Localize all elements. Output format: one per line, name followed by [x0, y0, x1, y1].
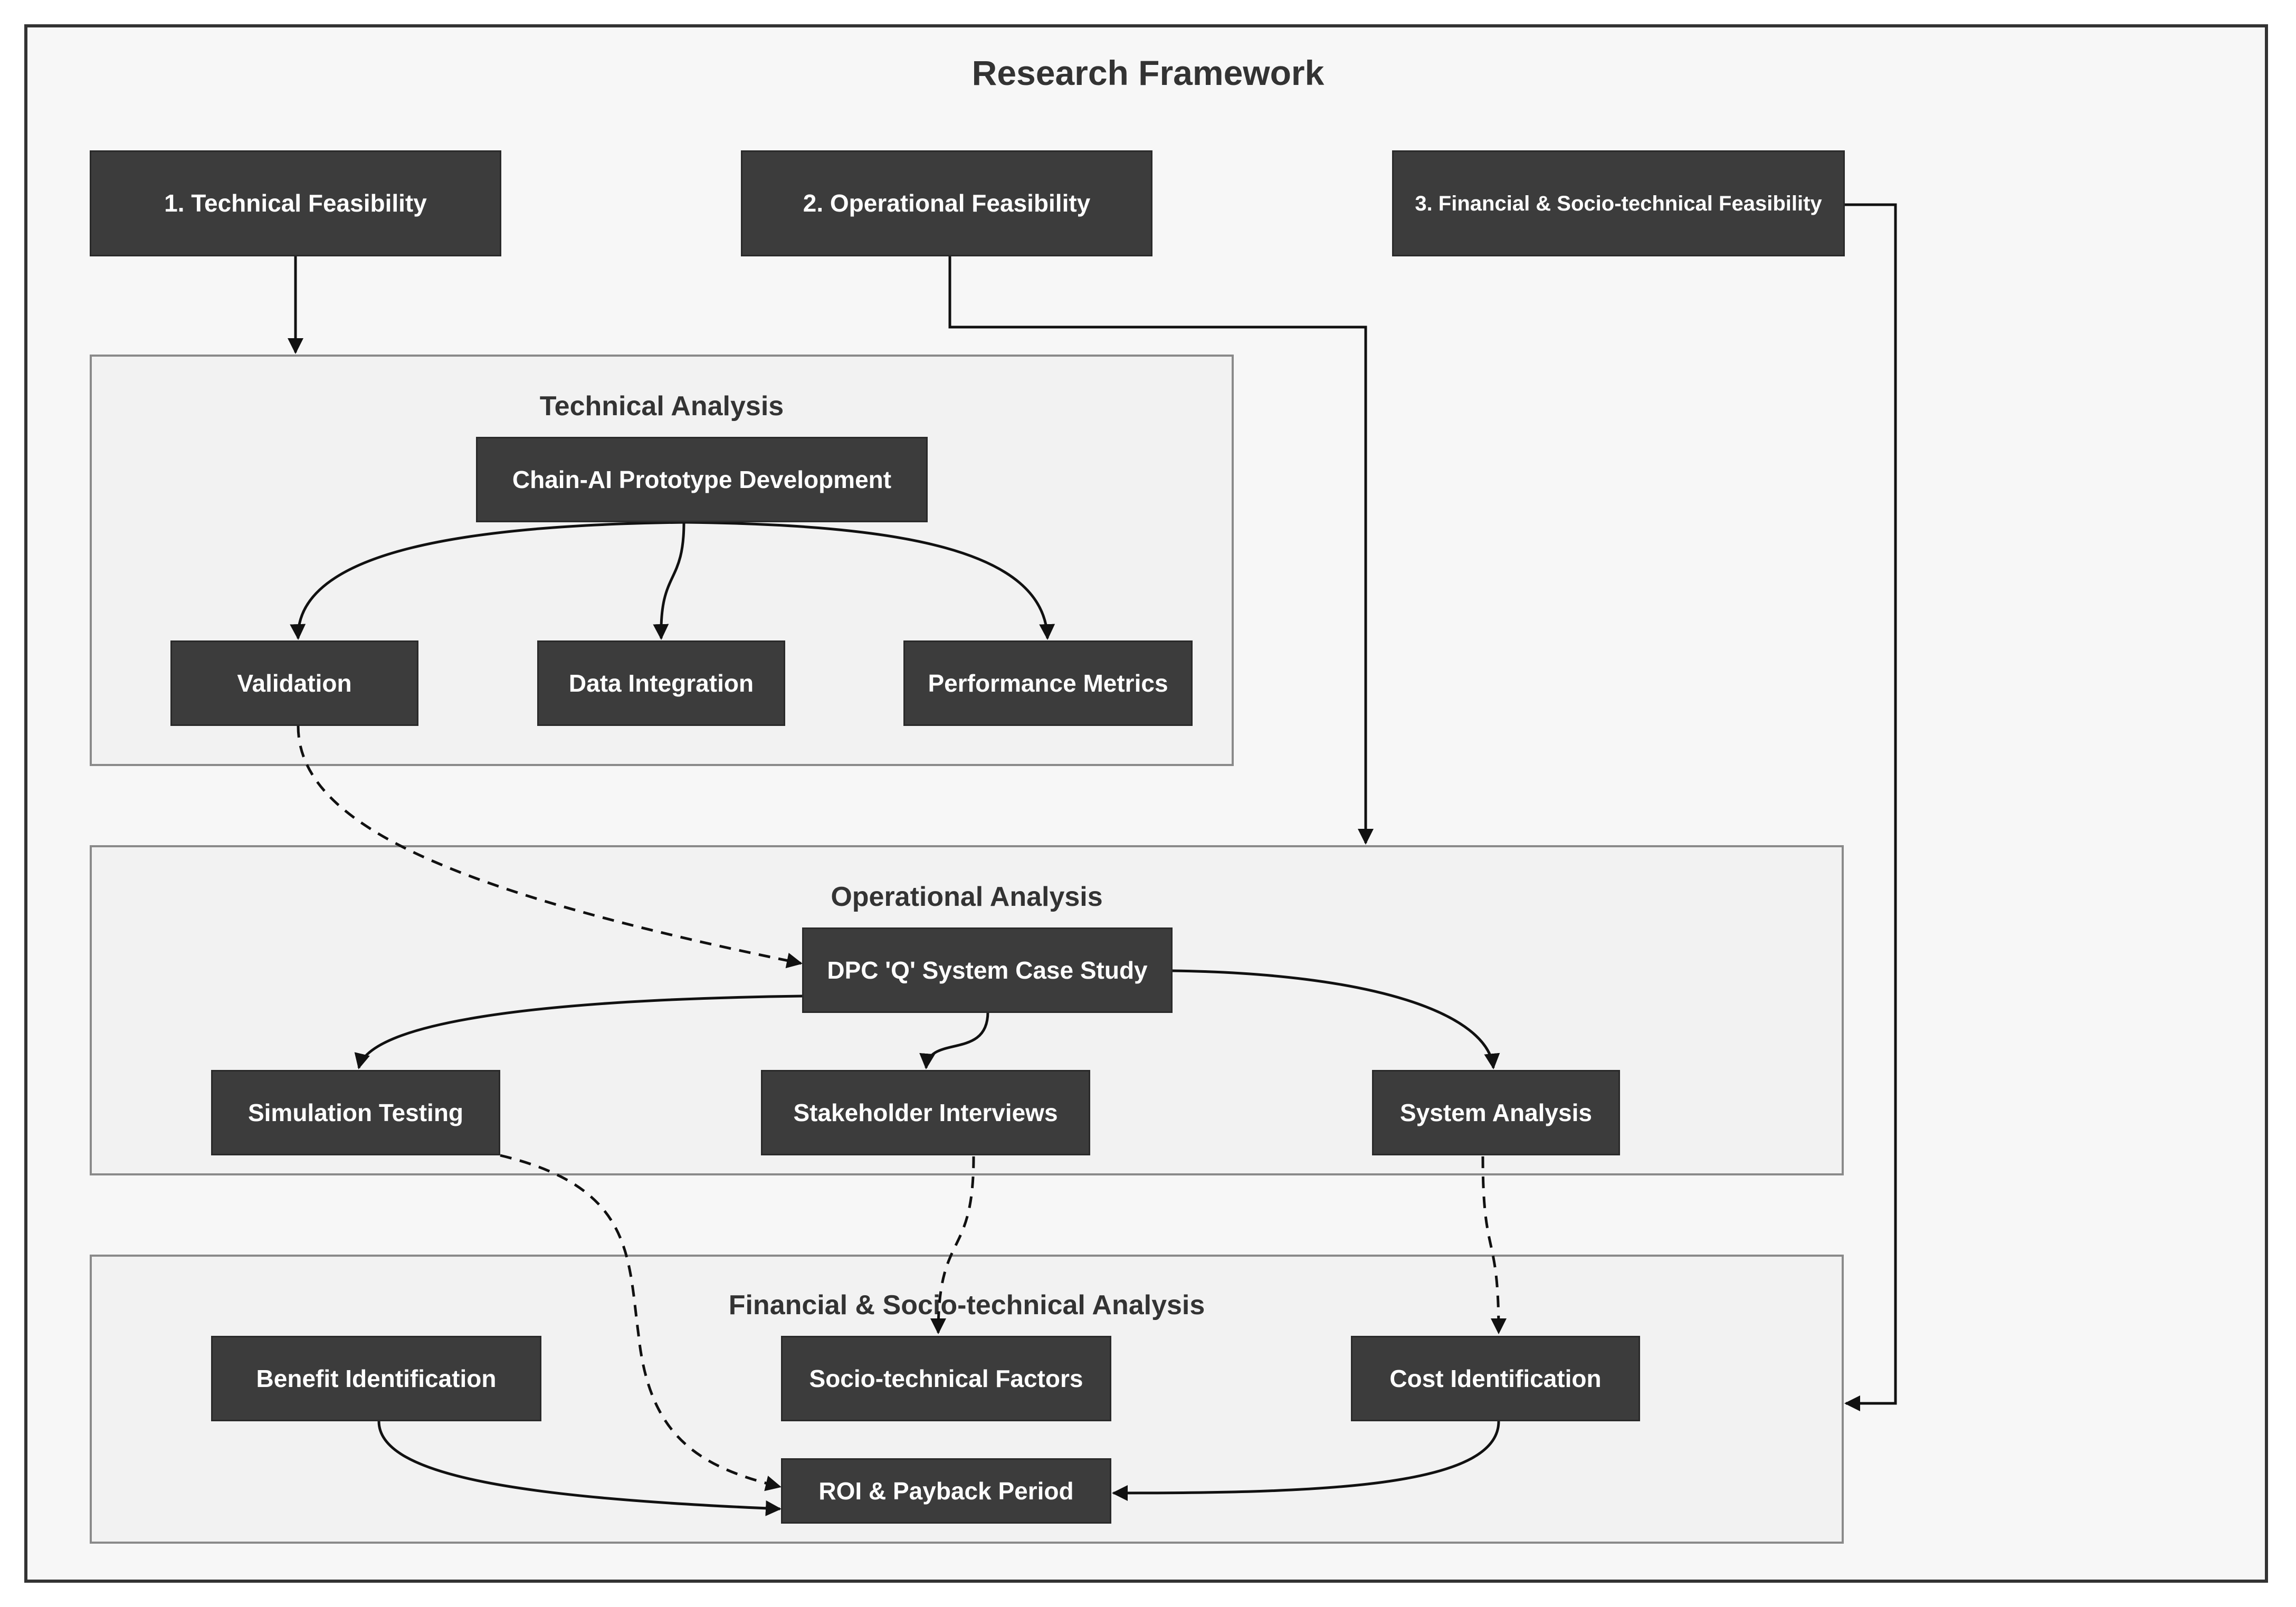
node-data-integration[interactable]: Data Integration [537, 640, 785, 726]
node-socio-technical-factors[interactable]: Socio-technical Factors [781, 1336, 1111, 1421]
node-roi-payback-period[interactable]: ROI & Payback Period [781, 1458, 1111, 1524]
node-cost-identification[interactable]: Cost Identification [1351, 1336, 1640, 1421]
node-simulation-testing[interactable]: Simulation Testing [211, 1070, 500, 1155]
node-dpc-q-case-study[interactable]: DPC 'Q' System Case Study [802, 927, 1173, 1013]
diagram-title: Research Framework [971, 53, 1325, 92]
group-label-technical-analysis: Technical Analysis [539, 391, 784, 422]
node-stakeholder-interviews[interactable]: Stakeholder Interviews [761, 1070, 1090, 1155]
group-label-financial-analysis: Financial & Socio-technical Analysis [728, 1290, 1205, 1321]
group-label-operational-analysis: Operational Analysis [831, 882, 1103, 912]
node-system-analysis[interactable]: System Analysis [1372, 1070, 1620, 1155]
node-performance-metrics[interactable]: Performance Metrics [903, 640, 1193, 726]
node-financial-feasibility[interactable]: 3. Financial & Socio-technical Feasibili… [1392, 150, 1845, 256]
node-validation[interactable]: Validation [170, 640, 418, 726]
node-operational-feasibility[interactable]: 2. Operational Feasibility [741, 150, 1152, 256]
node-chain-ai-prototype[interactable]: Chain-AI Prototype Development [476, 437, 928, 522]
node-benefit-identification[interactable]: Benefit Identification [211, 1336, 541, 1421]
node-technical-feasibility[interactable]: 1. Technical Feasibility [90, 150, 501, 256]
